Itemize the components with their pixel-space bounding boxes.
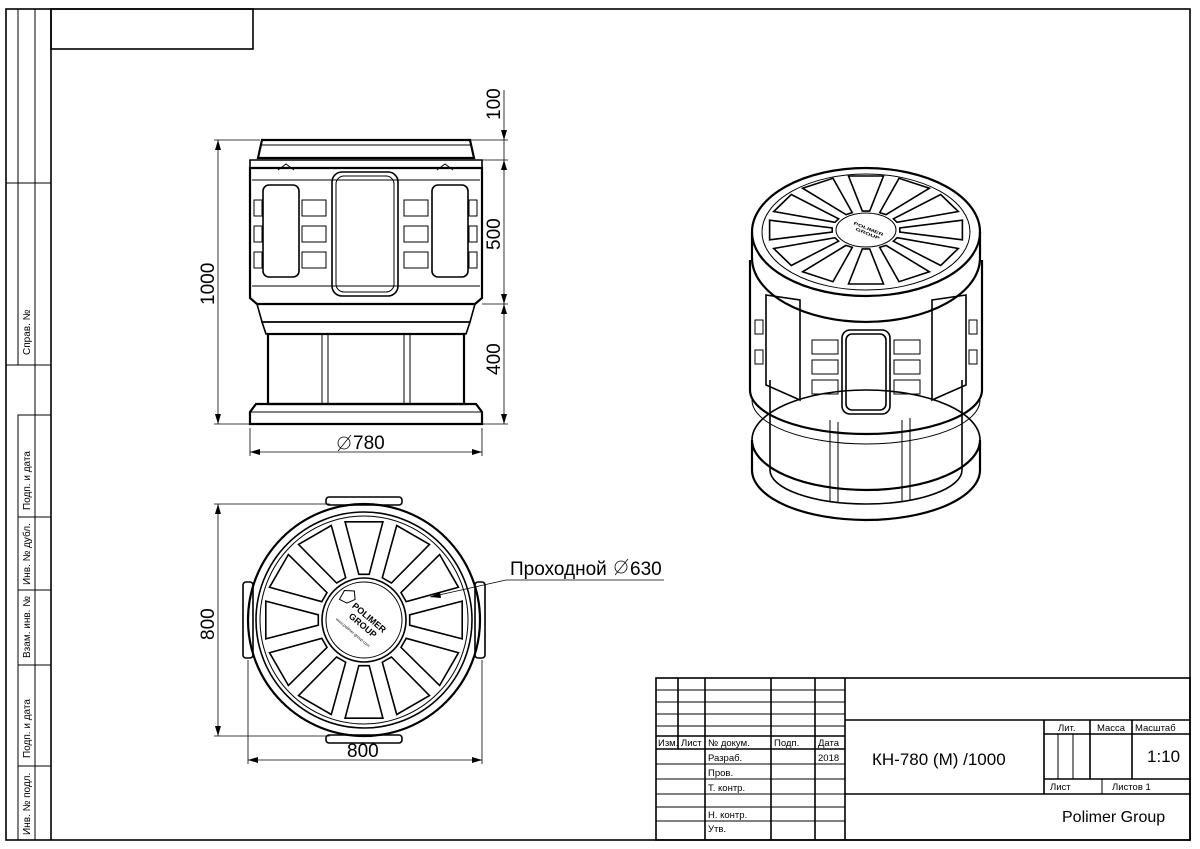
- sheet-frame: [5, 8, 1191, 841]
- lid-rib: [381, 656, 431, 716]
- tb-role-utv: Утв.: [708, 824, 726, 835]
- dim-top-view-height: 800: [198, 608, 219, 640]
- tb-mass-label: Масса: [1097, 723, 1126, 734]
- iso-lid-rib: [800, 244, 854, 283]
- lid-rib: [297, 656, 347, 716]
- sprav-label: Справ. №: [22, 309, 33, 355]
- tb-scale-value: 1:10: [1147, 747, 1180, 766]
- iso-lid-rib: [772, 236, 840, 267]
- callout-value: 630: [630, 559, 662, 580]
- tb-scale-label: Масштаб: [1135, 723, 1176, 734]
- lid-rib: [344, 521, 384, 576]
- lid-rib: [265, 600, 320, 640]
- tb-header-date: Дата: [818, 738, 840, 749]
- tb-role-tkontr: Т. контр.: [708, 783, 745, 794]
- tb-company: Polimer Group: [1062, 809, 1165, 826]
- iso-lid-rib: [878, 244, 932, 283]
- tb-designation: КН-780 (М) /1000: [872, 750, 1006, 769]
- top-view-dimensions: 800 800: [198, 503, 483, 764]
- dim-top-view-width: 800: [347, 741, 379, 762]
- title-block: Изм. Лист № докум. Подп. Дата Разраб. 20…: [655, 677, 1191, 841]
- iso-lid-rib: [892, 236, 960, 267]
- lid-rib: [381, 524, 431, 584]
- tb-role-nkontr: Н. контр.: [708, 810, 747, 821]
- dim-total-height: 1000: [198, 263, 219, 305]
- callout-label: Проходной: [510, 559, 607, 580]
- lid-rib: [268, 637, 328, 687]
- iso-lid-rib: [899, 219, 964, 241]
- tb-role-prov: Пров.: [708, 768, 733, 779]
- tb-sheet-label: Лист: [1050, 782, 1071, 793]
- lid-rib: [268, 553, 328, 603]
- dim-top-section: 100: [484, 88, 505, 120]
- top-view: POLIMER GROUP www.polimer-group.com: [242, 496, 486, 744]
- passage-callout: Проходной 630: [429, 558, 664, 598]
- tb-header-doc: № докум.: [708, 738, 750, 749]
- dim-lower-section: 400: [484, 343, 505, 375]
- iso-lid-rib: [768, 219, 833, 241]
- tb-date-razrab: 2018: [818, 753, 839, 764]
- inv-podl-label: Инв. № подл.: [22, 773, 33, 835]
- lid-rib: [400, 553, 460, 603]
- lid-rib: [400, 637, 460, 687]
- inv-dubl-label: Инв. № дубл.: [21, 523, 33, 585]
- tb-sheets-label: Листов 1: [1112, 782, 1151, 793]
- tb-role-razrab: Разраб.: [708, 753, 742, 764]
- dim-diameter-side: 780: [353, 433, 385, 454]
- iso-lid-rib: [800, 177, 854, 216]
- iso-lid-rib: [892, 193, 960, 224]
- lid-rib: [408, 600, 463, 640]
- iso-lid-rib: [847, 248, 885, 285]
- podp-date-label-2: Подп. и дата: [22, 699, 33, 758]
- isometric-view: POLIMER GROUP: [748, 166, 984, 522]
- tb-header-izm: Изм.: [658, 738, 678, 749]
- tb-lit-label: Лит.: [1058, 723, 1075, 734]
- lid-rib: [297, 524, 347, 584]
- side-stamp: Справ. № Подп. и дата Инв. № дубл. Взам.…: [21, 309, 33, 835]
- front-view-dimensions: 1000 100 500 400 780: [198, 88, 508, 456]
- podp-date-label-1: Подп. и дата: [22, 451, 33, 510]
- front-view: [248, 138, 484, 426]
- vzam-inv-label: Взам. инв. №: [22, 596, 33, 658]
- dim-middle-section: 500: [484, 218, 505, 250]
- iso-lid-rib: [847, 175, 885, 212]
- tb-header-podp: Подп.: [774, 738, 799, 749]
- iso-lid-rib: [878, 177, 932, 216]
- lid-rib: [344, 664, 384, 719]
- tb-header-list: Лист: [681, 738, 702, 749]
- iso-lid-rib: [772, 193, 840, 224]
